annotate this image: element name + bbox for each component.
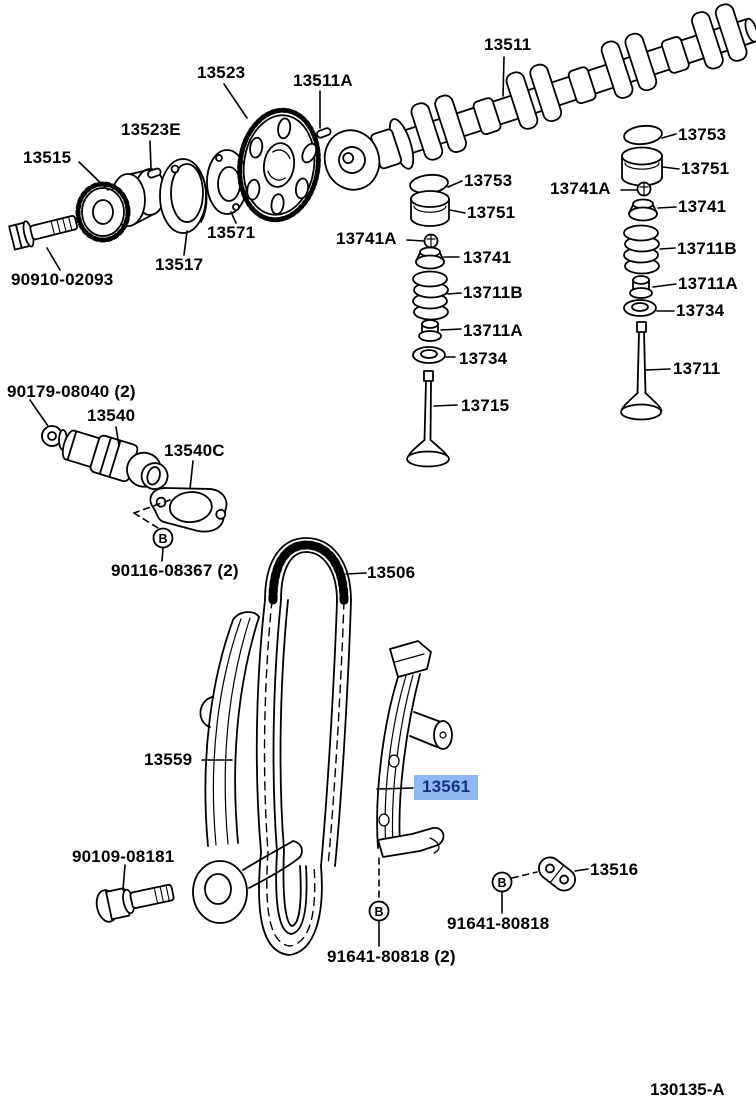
part-label-13711A-mid[interactable]: 13711A bbox=[463, 321, 523, 340]
drum-drawing bbox=[159, 158, 208, 234]
part-label-13571[interactable]: 13571 bbox=[207, 223, 256, 242]
bracket-drawing bbox=[538, 856, 576, 892]
part-label-13741A-mid[interactable]: 13741A bbox=[336, 229, 397, 248]
tensioner-guide-drawing bbox=[376, 640, 453, 858]
part-label-13711B-mid[interactable]: 13711B bbox=[463, 283, 523, 302]
gasket-drawing bbox=[149, 487, 228, 533]
part-label-13711B-right[interactable]: 13711B bbox=[677, 239, 737, 258]
part-label-91641-80818-2[interactable]: 91641-80818 (2) bbox=[327, 947, 456, 966]
part-label-13751-right[interactable]: 13751 bbox=[681, 159, 730, 178]
part-label-90910-02093[interactable]: 90910-02093 bbox=[11, 270, 114, 289]
bolt-marker-guide: B bbox=[368, 900, 390, 922]
part-label-90179-08040[interactable]: 90179-08040 (2) bbox=[7, 382, 136, 401]
part-label-13517[interactable]: 13517 bbox=[155, 255, 204, 274]
sprocket-pin-drawing bbox=[147, 167, 162, 179]
part-label-13559[interactable]: 13559 bbox=[144, 750, 193, 769]
part-label-13515[interactable]: 13515 bbox=[23, 148, 72, 167]
bolt-marker-bracket: B bbox=[491, 871, 513, 893]
plate-drawing bbox=[206, 149, 248, 215]
part-label-13741-right[interactable]: 13741 bbox=[678, 197, 727, 216]
svg-text:B: B bbox=[158, 532, 167, 546]
part-label-13711[interactable]: 13711 bbox=[673, 359, 721, 378]
part-label-13741A-right[interactable]: 13741A bbox=[550, 179, 611, 198]
camshaft-drawing bbox=[323, 3, 756, 191]
part-label-91641-80818[interactable]: 91641-80818 bbox=[447, 914, 550, 933]
part-label-13751-mid[interactable]: 13751 bbox=[467, 203, 516, 222]
part-label-90116-08367[interactable]: 90116-08367 (2) bbox=[111, 561, 239, 580]
part-label-13523E[interactable]: 13523E bbox=[121, 120, 181, 139]
bolt-marker-gasket: B bbox=[152, 527, 174, 549]
chain-guide-drawing bbox=[192, 611, 303, 924]
valve-stack-intake-drawing bbox=[406, 173, 450, 468]
part-label-13734-mid[interactable]: 13734 bbox=[459, 349, 508, 368]
part-label-13741-mid[interactable]: 13741 bbox=[463, 248, 512, 267]
part-label-13506[interactable]: 13506 bbox=[367, 563, 416, 582]
part-label-13511A[interactable]: 13511A bbox=[293, 71, 353, 90]
front-bolt-drawing bbox=[8, 214, 78, 251]
ocv-drawing bbox=[41, 425, 169, 490]
part-label-13523[interactable]: 13523 bbox=[197, 63, 246, 82]
part-label-13734-right[interactable]: 13734 bbox=[676, 301, 725, 320]
part-label-13753-right[interactable]: 13753 bbox=[678, 125, 727, 144]
pivot-bolt-drawing bbox=[95, 883, 175, 923]
part-label-13715[interactable]: 13715 bbox=[461, 396, 510, 415]
part-label-13711A-right[interactable]: 13711A bbox=[678, 274, 738, 293]
part-label-13540C[interactable]: 13540C bbox=[164, 441, 225, 460]
pump-gear-drawing bbox=[75, 168, 166, 243]
part-label-13511[interactable]: 13511 bbox=[484, 35, 532, 54]
part-label-13516[interactable]: 13516 bbox=[590, 860, 639, 879]
svg-text:B: B bbox=[374, 905, 383, 919]
leader-lines bbox=[29, 56, 680, 947]
valve-stack-exhaust-drawing bbox=[620, 124, 663, 421]
part-label-13540[interactable]: 13540 bbox=[87, 406, 136, 425]
timing-chain-drawing bbox=[255, 537, 352, 956]
cam-sprocket-drawing bbox=[237, 107, 321, 223]
svg-text:B: B bbox=[497, 876, 506, 890]
part-label-13753-mid[interactable]: 13753 bbox=[464, 171, 513, 190]
part-label-90109-08181[interactable]: 90109-08181 bbox=[72, 847, 175, 866]
cam-pin-drawing bbox=[316, 127, 332, 139]
part-label-13561-selected[interactable]: 13561 bbox=[414, 775, 479, 800]
dashed-reference-lines bbox=[378, 857, 538, 900]
figure-code: 130135-A bbox=[650, 1080, 725, 1099]
